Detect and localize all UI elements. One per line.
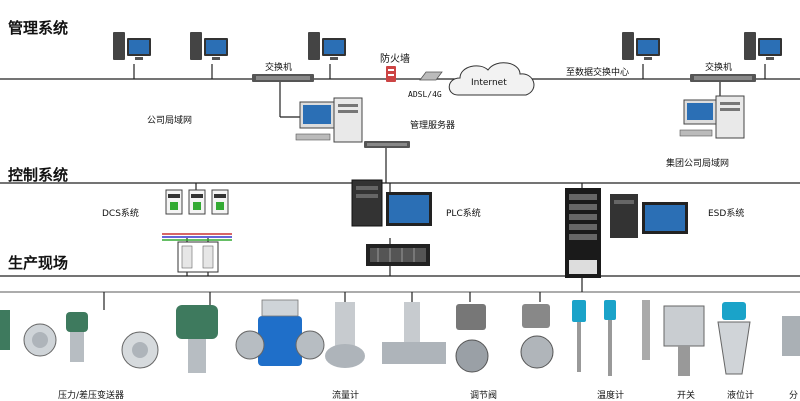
data-center-label: 至数据交换中心: [566, 66, 629, 78]
thermometer-icon: [572, 300, 616, 376]
instrument-label: 开关: [677, 389, 695, 401]
management-server-icon: [295, 97, 363, 143]
network-switch-icon: [364, 141, 410, 148]
instrument-label: 流量计: [332, 389, 359, 401]
section-field-label: 生产现场: [8, 254, 68, 272]
dcs-io-module-icon: [177, 241, 219, 273]
switch-instrument-icon: [642, 300, 705, 376]
internet-cloud-icon: [448, 62, 535, 96]
workstation-icon: [744, 32, 782, 60]
dcs-label: DCS系统: [102, 207, 139, 219]
plc-rack-icon: [366, 244, 430, 266]
instrument-label: 液位计: [727, 389, 754, 401]
network-lines: [0, 64, 800, 310]
instrument-label: 温度计: [597, 389, 624, 401]
workstation-icon: [190, 32, 228, 60]
dcs-cable-bundle: [162, 233, 232, 241]
firewall-icon: [386, 66, 396, 82]
network-switch-icon: [252, 74, 314, 82]
analyzer-icon: [782, 316, 800, 356]
section-management-label: 管理系统: [8, 19, 68, 37]
plc-label: PLC系统: [446, 207, 481, 219]
switch-left-label: 交换机: [265, 61, 292, 73]
dcs-controller-icon: [165, 189, 229, 215]
workstation-icon: [308, 32, 346, 60]
internet-label: Internet: [471, 78, 507, 88]
instrument-label: 压力/差压变送器: [58, 389, 124, 401]
instrument-label: 调节阀: [470, 390, 497, 401]
esd-label: ESD系统: [708, 207, 744, 219]
adsl-label: ADSL/4G: [408, 90, 442, 99]
switch-right-label: 交换机: [705, 61, 732, 73]
control-valve-icon: [455, 304, 554, 373]
firewall-label: 防火墙: [380, 52, 410, 65]
group-workstation-icon: [679, 95, 745, 139]
group-lan-label: 集团公司局域网: [666, 157, 729, 169]
flowmeter-icon: [235, 299, 446, 368]
workstation-icon: [622, 32, 660, 60]
workstation-icon: [113, 32, 151, 60]
network-switch-icon: [690, 74, 756, 82]
level-meter-icon: [717, 302, 751, 375]
plc-workstation-icon: [351, 179, 432, 227]
esd-cabinet-icon: [565, 188, 601, 278]
instrument-label: 分: [789, 390, 798, 401]
modem-icon: [419, 71, 443, 81]
pressure-transmitter-icon: [0, 305, 218, 373]
company-lan-label: 公司局域网: [147, 114, 192, 126]
mgmt-server-label: 管理服务器: [410, 119, 455, 131]
section-control-label: 控制系统: [8, 166, 68, 184]
esd-workstation-icon: [610, 194, 688, 238]
